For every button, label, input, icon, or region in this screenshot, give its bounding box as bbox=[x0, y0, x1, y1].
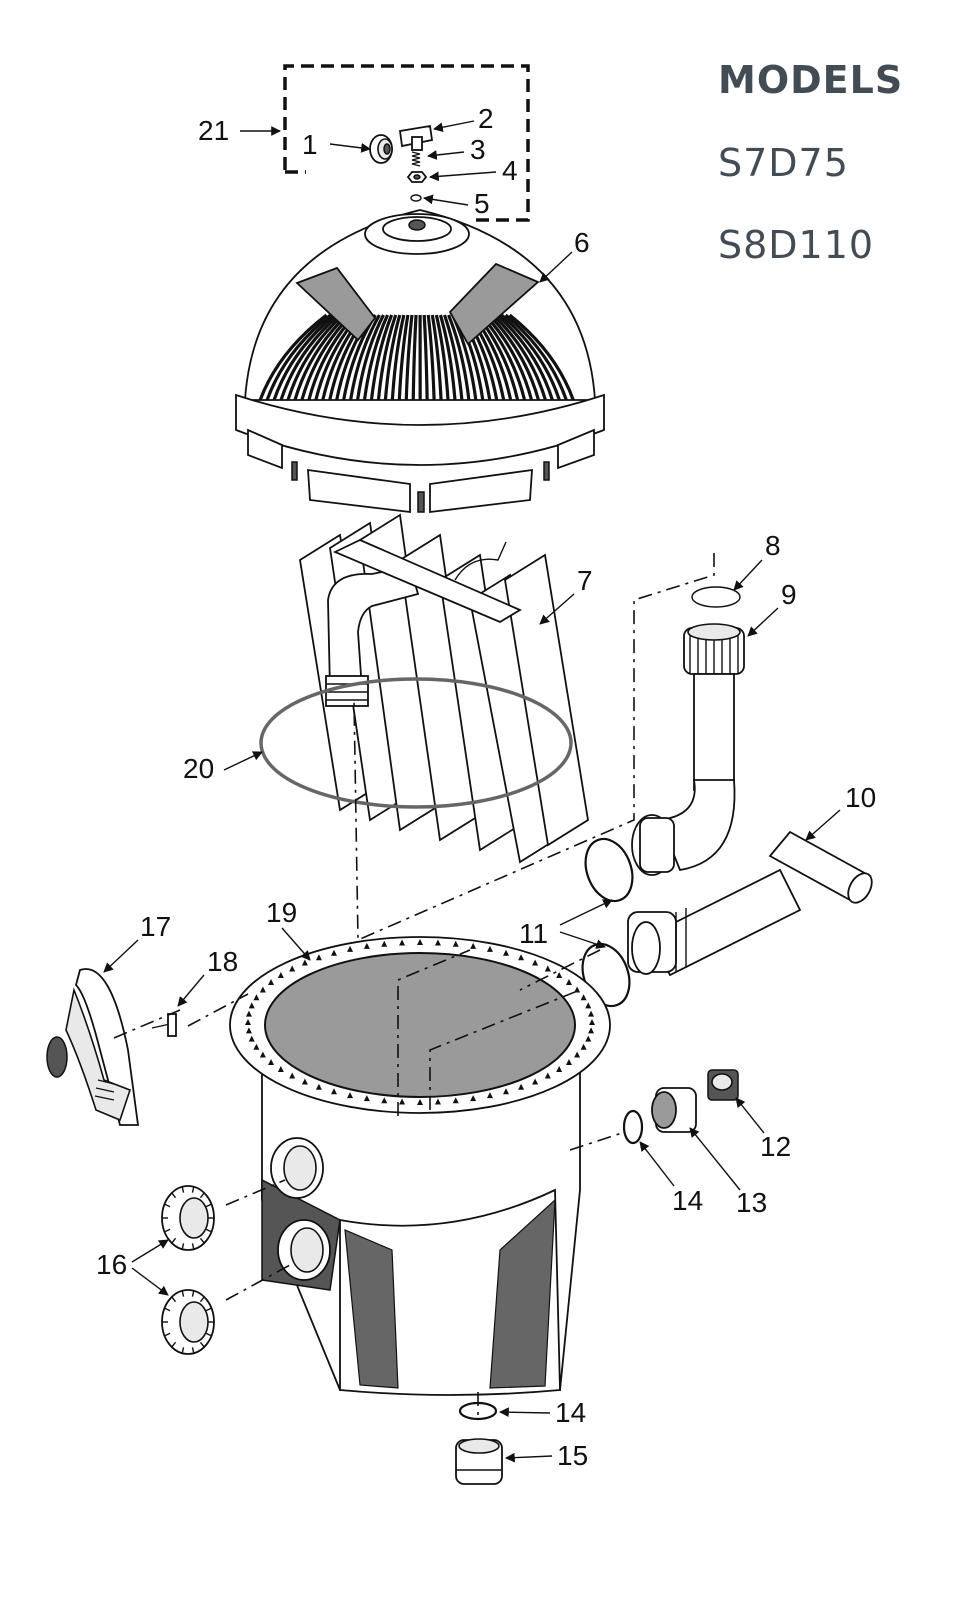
part-12-drain-plug bbox=[707, 1069, 739, 1101]
part-8-o-ring bbox=[691, 586, 741, 608]
assembly-lines bbox=[113, 553, 715, 1420]
air-relief-kit-box bbox=[283, 64, 530, 222]
part-10-tee-pipe bbox=[627, 830, 873, 977]
callout-18: 18 bbox=[207, 946, 238, 977]
part-5-o-ring bbox=[410, 194, 422, 202]
callout-4: 4 bbox=[502, 155, 518, 186]
models-heading: MODELS bbox=[718, 58, 903, 102]
part-15-bottom-fitting bbox=[455, 1438, 503, 1485]
callout-21: 21 bbox=[198, 115, 229, 146]
callout-11: 11 bbox=[519, 918, 548, 949]
callout-2: 2 bbox=[478, 103, 494, 134]
callout-5: 5 bbox=[474, 188, 490, 219]
part-20-tank-o-ring bbox=[259, 677, 573, 809]
callout-10: 10 bbox=[845, 782, 876, 813]
callout-12: 12 bbox=[760, 1131, 791, 1162]
part-1-air-relief-knob bbox=[369, 134, 393, 164]
part-19-tank-body bbox=[229, 936, 611, 1396]
callout-20: 20 bbox=[183, 753, 214, 784]
part-3-spring bbox=[411, 151, 421, 167]
callout-8: 8 bbox=[765, 530, 781, 561]
part-16-union-nuts bbox=[161, 1185, 215, 1355]
callout-9: 9 bbox=[781, 579, 797, 610]
part-4-nut bbox=[406, 171, 428, 183]
part-6-tank-lid bbox=[235, 209, 605, 514]
callout-19: 19 bbox=[266, 897, 297, 928]
models-panel: MODELS S7D75 S8D110 bbox=[718, 58, 903, 267]
callout-labels: 1 2 3 4 5 6 7 8 9 10 11 12 13 14 14 15 1… bbox=[96, 103, 876, 1471]
part-17-clamp-handle bbox=[46, 968, 140, 1126]
callout-13: 13 bbox=[736, 1187, 767, 1218]
callout-14-side: 14 bbox=[672, 1185, 703, 1216]
part-9-union-nut-and-elbow bbox=[631, 623, 745, 876]
callout-17: 17 bbox=[140, 911, 171, 942]
part-14-o-ring-side bbox=[622, 1109, 644, 1145]
callout-14-bottom: 14 bbox=[555, 1397, 586, 1428]
part-7-filter-grid-assembly bbox=[299, 513, 589, 864]
part-2-valve-body bbox=[398, 124, 434, 151]
leader-arrows bbox=[103, 120, 841, 1463]
part-18-screw bbox=[151, 1013, 177, 1037]
model-s7d75: S7D75 bbox=[718, 141, 849, 185]
callout-6: 6 bbox=[574, 227, 590, 258]
part-13-drain-fitting bbox=[651, 1087, 697, 1133]
callout-15: 15 bbox=[557, 1440, 588, 1471]
callout-1: 1 bbox=[302, 129, 318, 160]
model-s8d110: S8D110 bbox=[718, 223, 874, 267]
callout-16: 16 bbox=[96, 1249, 127, 1280]
callout-3: 3 bbox=[470, 134, 486, 165]
callout-7: 7 bbox=[577, 565, 593, 596]
